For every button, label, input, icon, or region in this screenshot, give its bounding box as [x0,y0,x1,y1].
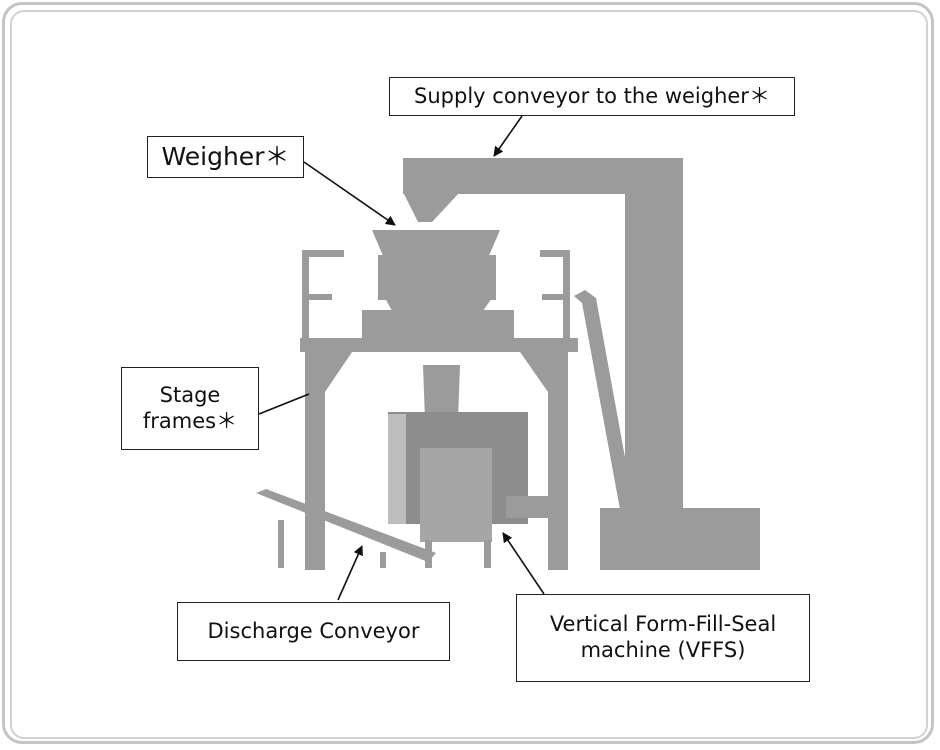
weigher-label: Weigher＊ [147,136,304,178]
vffs-text-line1: Vertical Form-Fill-Seal [549,612,777,637]
weigher-arrow [303,161,396,226]
inner-border [10,10,928,739]
discharge-arrow [337,545,363,601]
supply-conveyor-text: Supply conveyor to the weigher＊ [414,83,770,108]
discharge-conveyor-shape [256,489,436,568]
vffs-shape [388,412,550,568]
vffs-arrow [502,532,545,595]
guard-rails [302,250,570,340]
weigher-shape [362,230,514,340]
vffs-label: Vertical Form-Fill-Seal machine (VFFS) [516,594,810,682]
chute-shape [423,365,460,422]
discharge-conveyor-label: Discharge Conveyor [177,602,450,661]
ladder-shape [574,290,640,542]
discharge-conveyor-text: Discharge Conveyor [207,618,420,643]
vffs-text-line2: machine (VFFS) [580,638,746,662]
stage-frames-text-line2: frames＊ [142,408,238,433]
stage-frames-text-line1: Stage [159,382,221,407]
stage-frames-label: Stage frames＊ [121,367,259,450]
supply-arrow [493,115,523,157]
supply-conveyor-shape [403,158,760,570]
stage-pointer-line [258,393,310,415]
supply-conveyor-label: Supply conveyor to the weigher＊ [389,77,795,116]
weigher-text: Weigher＊ [161,141,290,171]
